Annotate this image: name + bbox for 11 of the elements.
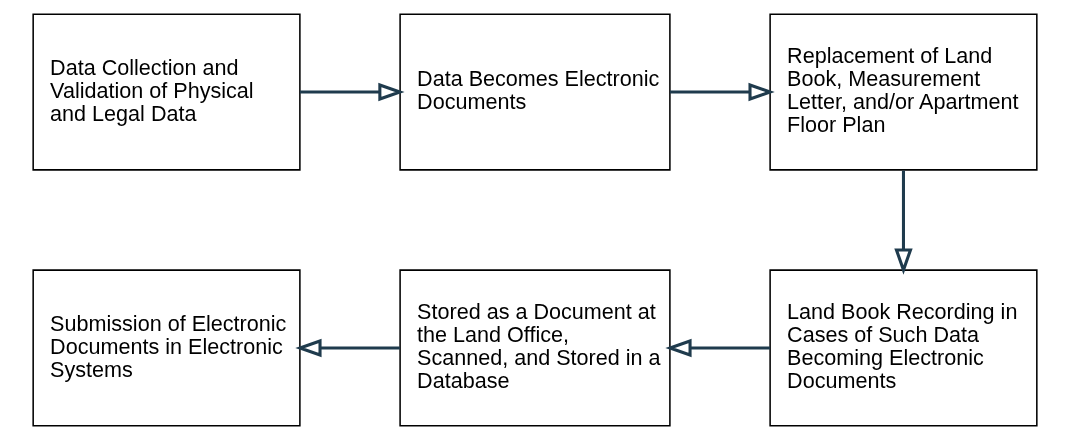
node-box: Stored as a Document at the Land Office, Scanned, and Stored in a Database [399,269,671,427]
arrow [894,170,913,275]
arrow [670,82,775,102]
node-box: Land Book Recording in Cases of Such Data Becoming Electronic Documents [769,269,1038,427]
arrow [300,82,405,102]
node-box: Data Collection and Validation of Physical and Legal Data [32,13,301,171]
arrow [295,338,400,358]
node-box: Replacement of Land Book, Measurement Letter, and/or Apartment Floor Plan [769,13,1038,171]
arrow [665,338,771,358]
node-box: Data Becomes Electronic Documents [399,13,671,171]
node-box: Submission of Electronic Documents in Electronic Systems [32,269,301,427]
